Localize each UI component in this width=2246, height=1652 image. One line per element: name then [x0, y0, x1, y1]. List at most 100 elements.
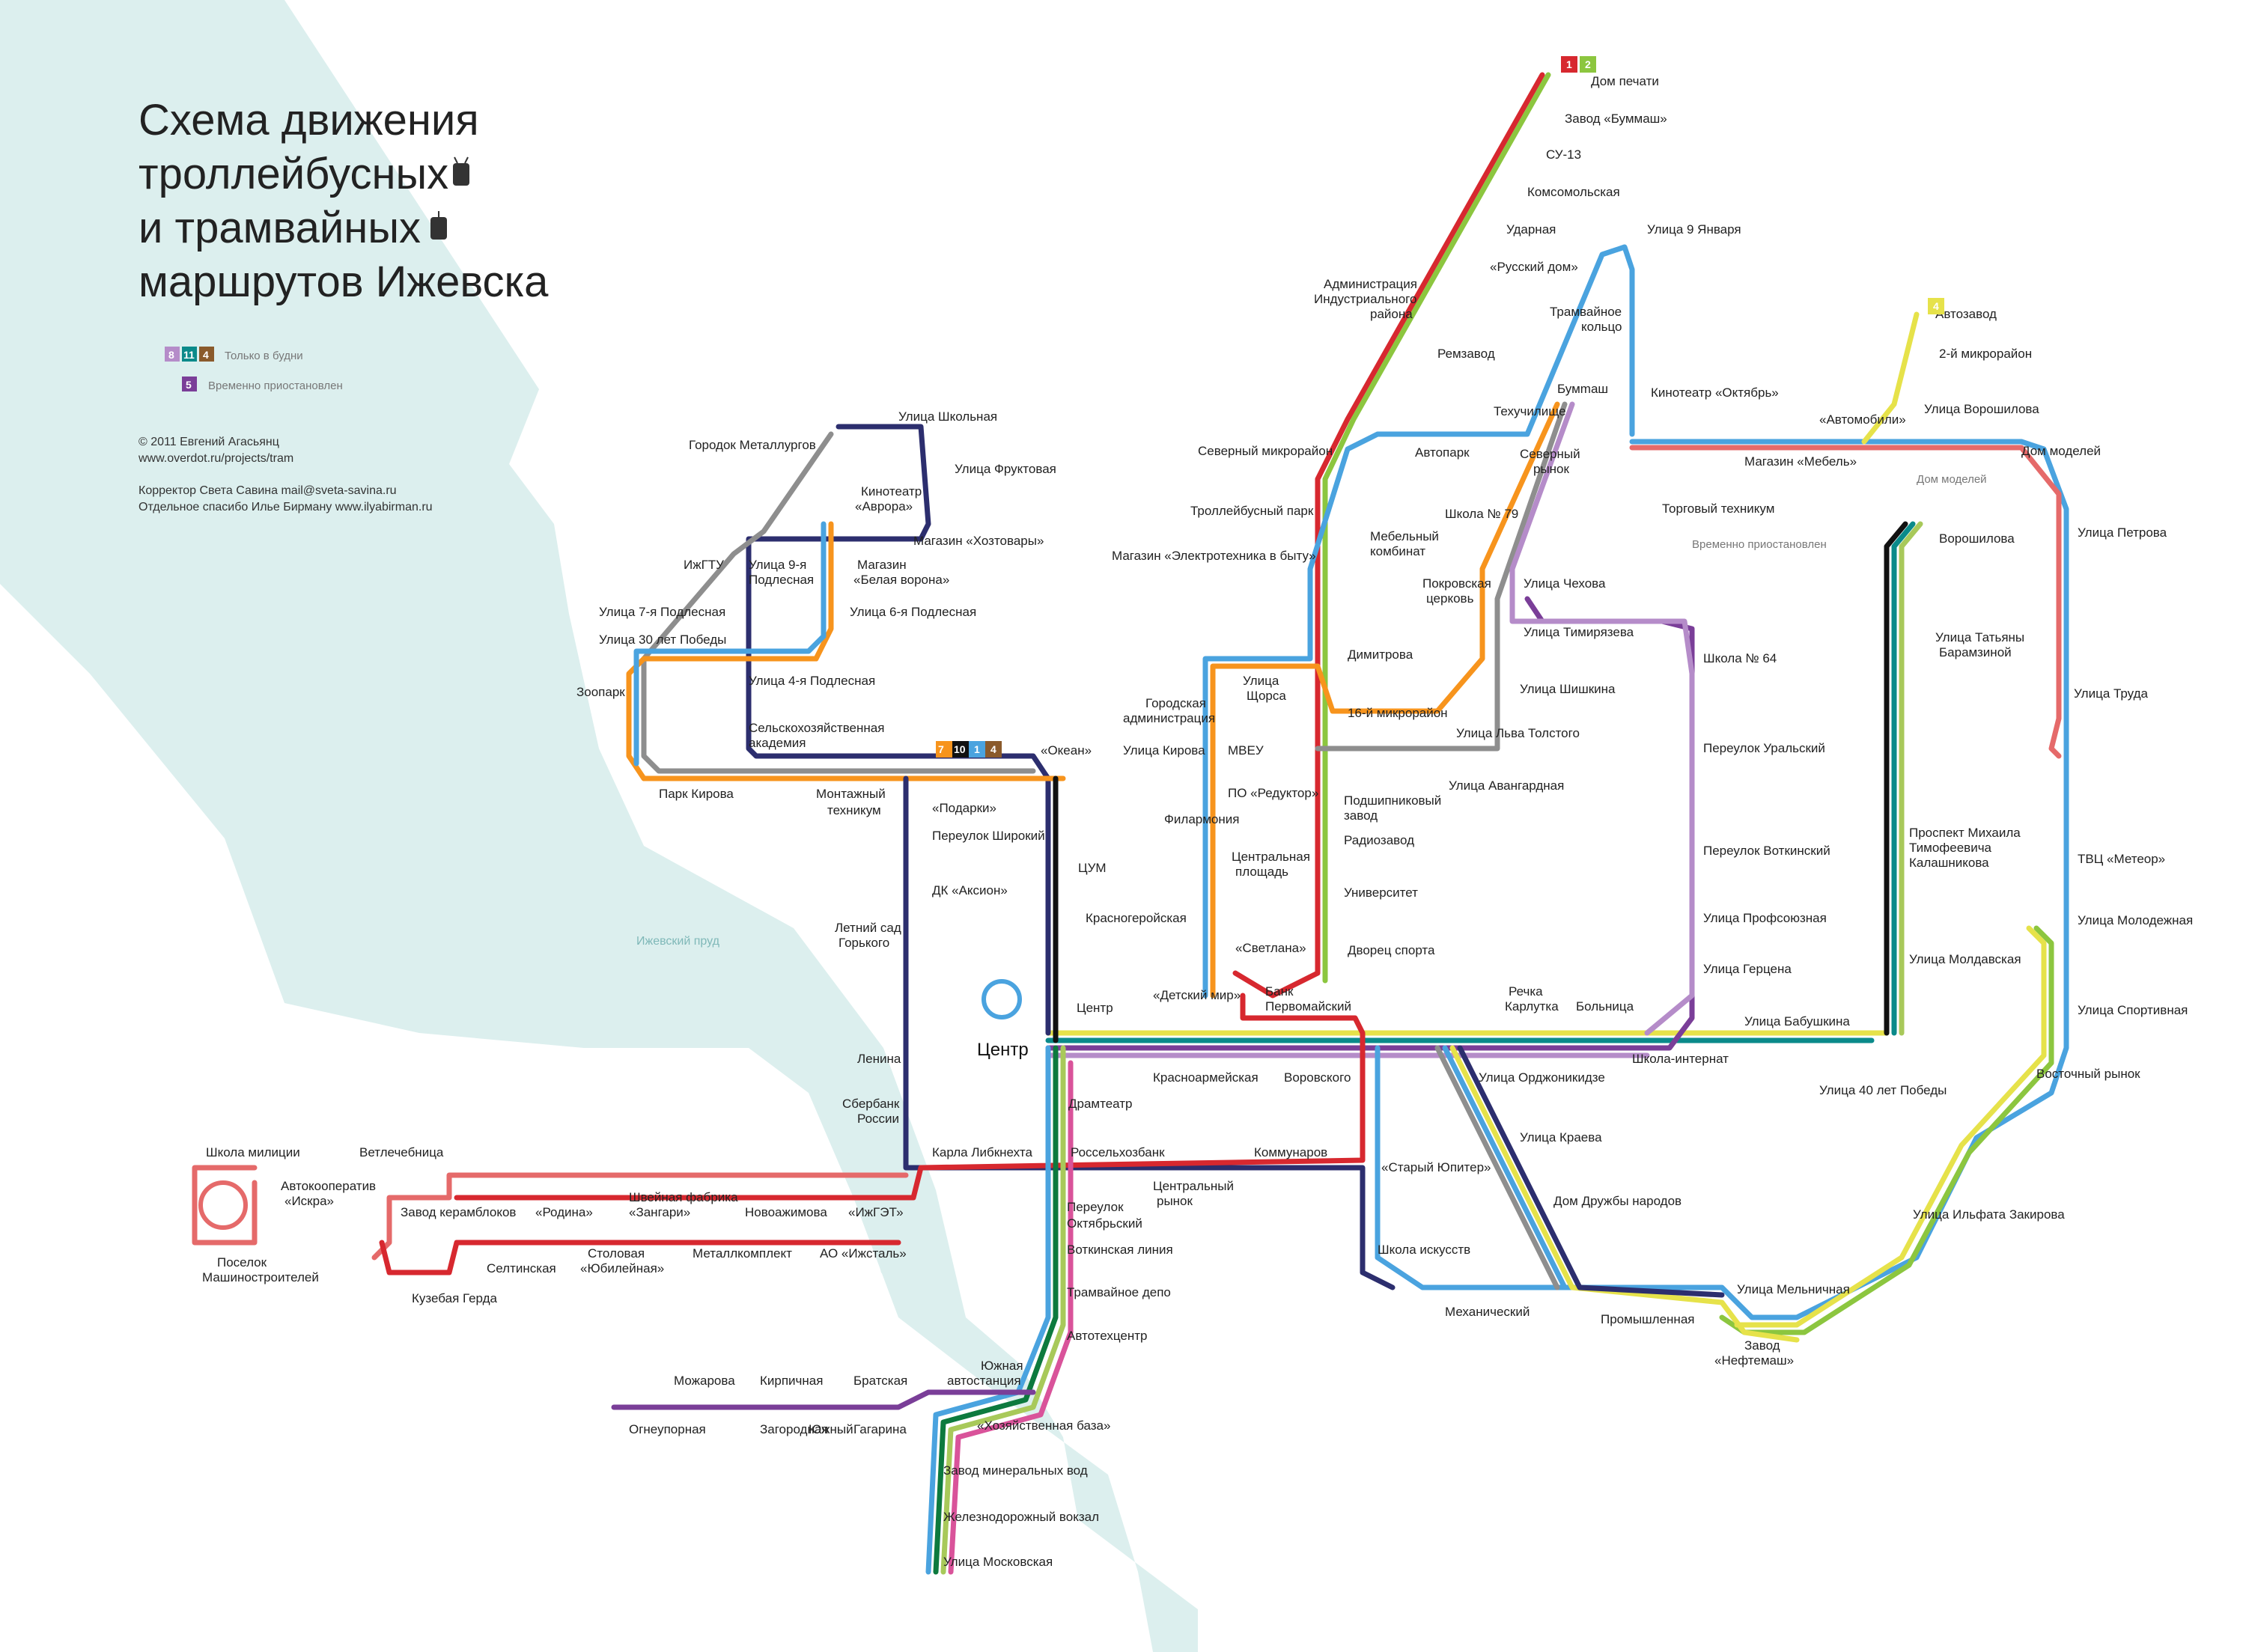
pond-shape [0, 0, 1198, 1652]
stop-label: Ленина [857, 1052, 901, 1066]
stop-label: Поселок [217, 1255, 267, 1270]
stop-label: Южная [981, 1359, 1023, 1373]
stop-label: Переулок Уральский [1703, 741, 1825, 755]
stop-label: Центральный [1153, 1179, 1234, 1193]
legend-weekdays-label: Только в будни [225, 350, 303, 362]
route-line-east-ring-d [1734, 925, 2047, 1328]
legend: 8 11 4 Только в будни 5 Временно приоста… [165, 347, 343, 392]
legend-route: 5 [186, 379, 192, 391]
credit-line: Корректор Света Савина mail@sveta-savina… [139, 484, 397, 497]
stop-label: Администрация [1324, 277, 1417, 291]
route-line-east-ring-b [1629, 445, 2062, 759]
route-line-south-e [611, 1389, 1036, 1410]
stop-label: «ИжГЭТ» [848, 1205, 904, 1219]
stop-label: рынок [1533, 462, 1570, 476]
legend-route: 8 [168, 349, 174, 361]
stop-label: АО «Ижсталь» [820, 1246, 907, 1261]
legend-suspended-label: Временно приостановлен [208, 380, 343, 392]
stop-label: Городок Металлургов [689, 438, 816, 452]
stop-label: «Старый Юпитер» [1381, 1160, 1491, 1174]
center-label: Центр [977, 1040, 1029, 1060]
stop-label: кольцо [1581, 320, 1622, 334]
stop-label: Октябрьский [1067, 1216, 1142, 1231]
stop-label: Улица Молодежная [2078, 913, 2193, 927]
stop-label: Улица Шишкина [1520, 682, 1616, 696]
stop-label: Подлесная [749, 573, 814, 587]
stop-label: Центральная [1232, 850, 1310, 864]
route-badge-text: 2 [1585, 58, 1591, 70]
stop-label: Тимофеевича [1909, 841, 1992, 855]
stop-label: Завод керамблоков [401, 1205, 516, 1219]
stop-label: Школа милиции [206, 1145, 300, 1159]
stop-label: Магазин «Электротехника в быту» [1112, 549, 1316, 563]
stop-label: церковь [1426, 591, 1474, 606]
stop-label: Монтажный [816, 787, 886, 801]
stop-label: 16-й микрорайон [1348, 706, 1448, 720]
stop-label: Улица 30 лет Победы [599, 633, 726, 647]
stop-label: ЦУМ [1078, 861, 1107, 875]
stop-label: рынок [1157, 1194, 1193, 1208]
route-lines [192, 72, 2069, 1575]
stop-label: «Белая ворона» [853, 573, 949, 587]
route-line-south-c [940, 1045, 1066, 1575]
stop-label: Красногеройская [1086, 911, 1187, 925]
credit-link[interactable]: www.overdot.ru/projects/tram [138, 452, 293, 465]
stop-label: Завод минеральных вод [943, 1463, 1088, 1478]
stop-label: «Родина» [535, 1205, 593, 1219]
route-line-west-a [746, 424, 1051, 1036]
map-title-line1: Схема движения [139, 96, 479, 144]
stop-label: Летний сад [835, 921, 901, 935]
stop-label: Улица Московская [943, 1555, 1053, 1569]
route-line-karl-c [371, 1172, 909, 1261]
stop-label: «Аврора» [855, 499, 913, 513]
stop-label: Красноармейская [1153, 1070, 1259, 1085]
route-badge-text: 10 [954, 743, 966, 755]
credit-line: © 2011 Евгений Агасьянц [139, 436, 279, 448]
stop-label: Коммунаров [1254, 1145, 1327, 1159]
stop-label: «Нефтемаш» [1714, 1353, 1794, 1368]
stop-label: Карлутка [1505, 999, 1559, 1014]
stop-label: МВЕУ [1228, 743, 1264, 758]
route-line-diag-c [1449, 1045, 1800, 1343]
stop-label: Комсомольская [1527, 185, 1620, 199]
stop-label: Покровская [1422, 576, 1491, 591]
stop-label: Калашникова [1909, 856, 1989, 870]
stop-label: ДК «Аксион» [932, 883, 1008, 897]
stop-label: Ударная [1506, 222, 1556, 237]
legend-route: 11 [183, 349, 195, 361]
stop-label: Улица Петрова [2078, 525, 2167, 540]
stop-label: Бумmаш [1557, 382, 1608, 396]
stop-label: Улица Ворошилова [1924, 402, 2039, 416]
route-line-diag-d [1457, 1045, 1725, 1298]
stop-label: «Светлана» [1235, 941, 1306, 955]
route-line-northloop-a [1202, 244, 1635, 999]
route-line-autozavod [1861, 311, 1920, 445]
stop-label: Трамвайное [1550, 305, 1622, 319]
stop-label: Улица Авангардная [1449, 778, 1564, 793]
route-line-diag-a [1434, 1045, 1560, 1290]
stop-label: Проспект Михаила [1909, 826, 2021, 840]
stop-label: Драмтеатр [1068, 1097, 1132, 1111]
route-line-voroshilova-b [1891, 521, 1916, 1036]
legend-route: 4 [203, 349, 209, 361]
pond-label: Ижевский пруд [636, 935, 720, 948]
stop-label: Улица Бабушкина [1744, 1014, 1850, 1028]
route-line-2 [1322, 72, 1551, 984]
stop-label: Магазин «Хозтовары» [913, 534, 1044, 548]
credit-line: Отдельное спасибо Илье Бирману www.ilyab… [139, 501, 433, 513]
stop-label: Сельскохозяйственная [749, 721, 884, 735]
route-line-northloop-c [1315, 401, 1568, 752]
tram-icon [430, 211, 447, 240]
route-line-eastwest-c [1045, 596, 1695, 1051]
route-line-west-loop [192, 1165, 258, 1246]
stop-label: Улица Фруктовая [955, 462, 1056, 476]
stop-label: Радиозавод [1344, 833, 1414, 847]
trolleybus-icon [453, 156, 469, 186]
route-line-voroshilova [1884, 521, 1908, 1036]
stop-label: Автозавод [1935, 307, 1997, 321]
stop-label: Переулок Воткинский [1703, 844, 1830, 858]
stop-label: Университет [1344, 886, 1418, 900]
route-badge-text: 7 [938, 743, 944, 755]
route-badges: 1 2 4 7 10 1 4 [936, 56, 1944, 758]
stop-label: «Подарки» [932, 801, 996, 815]
